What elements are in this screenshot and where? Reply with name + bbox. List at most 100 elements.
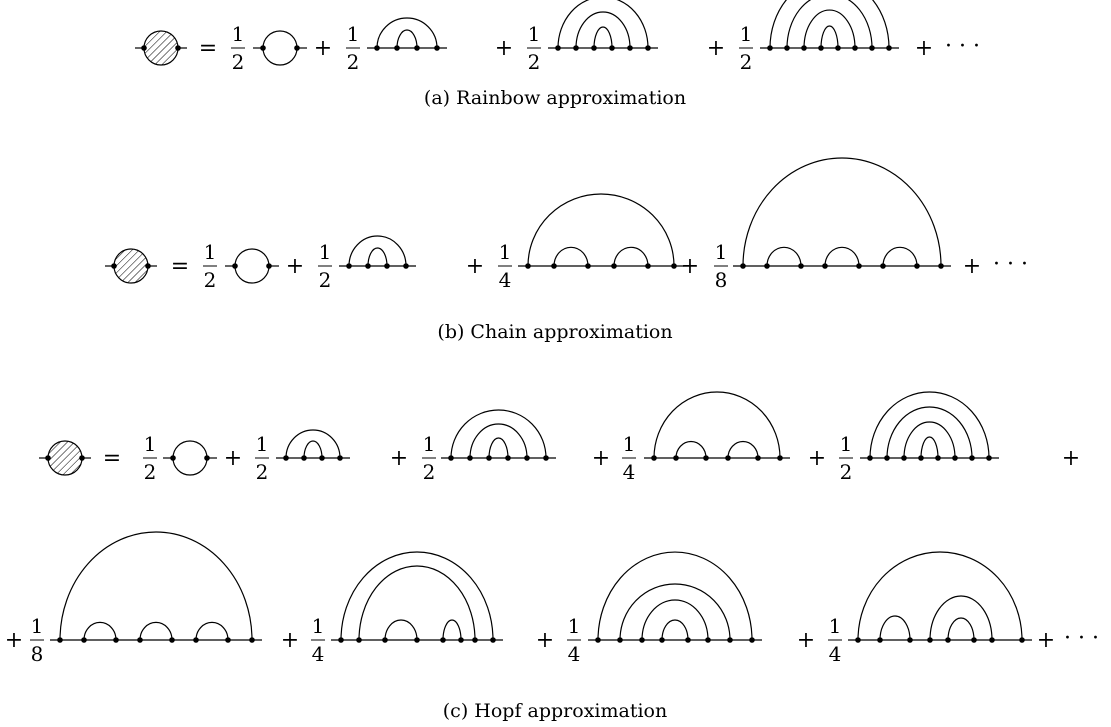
plus-sign: + xyxy=(707,36,725,61)
plus-sign: + xyxy=(592,446,610,471)
vertex-dot xyxy=(232,263,238,269)
propagator-arc xyxy=(653,391,781,459)
plus-sign: + xyxy=(390,446,408,471)
fraction-numerator: 1 xyxy=(568,614,581,638)
propagator-arc xyxy=(303,440,323,459)
vertex-dot xyxy=(294,45,300,51)
vertex-dot xyxy=(907,637,913,643)
propagator-arc xyxy=(59,531,253,641)
fraction-numerator: 1 xyxy=(829,614,842,638)
vertex-dot xyxy=(645,45,651,51)
vertex-dot xyxy=(193,637,199,643)
vertex-dot xyxy=(170,455,176,461)
ellipsis: · · · xyxy=(945,34,980,59)
vertex-dot xyxy=(798,263,804,269)
fraction-denominator: 2 xyxy=(319,268,332,292)
propagator-arc xyxy=(450,409,547,459)
plus-sign: + xyxy=(466,254,484,279)
vertex-dot xyxy=(869,45,875,51)
vertex-dot xyxy=(365,263,371,269)
vertex-dot xyxy=(673,455,679,461)
vertex-dot xyxy=(989,637,995,643)
plus-sign: + xyxy=(286,254,304,279)
plus-sign: + xyxy=(808,446,826,471)
vertex-dot xyxy=(969,455,975,461)
vertex-dot xyxy=(617,637,623,643)
vertex-dot xyxy=(525,263,531,269)
propagator-arc xyxy=(139,621,173,641)
vertex-dot xyxy=(543,455,549,461)
vertex-dot xyxy=(260,45,266,51)
propagator-arc xyxy=(488,437,509,459)
vertex-dot xyxy=(467,455,473,461)
fraction-denominator: 8 xyxy=(715,268,728,292)
propagator-arc xyxy=(597,551,753,641)
self-energy-blob xyxy=(113,248,149,284)
fraction-numerator: 1 xyxy=(312,614,325,638)
fraction-numerator: 1 xyxy=(144,432,157,456)
fraction-numerator: 1 xyxy=(840,432,853,456)
propagator-arc xyxy=(358,565,476,641)
propagator-arc xyxy=(593,26,613,49)
ellipsis: · · · xyxy=(1064,626,1099,651)
vertex-dot xyxy=(945,637,951,643)
vertex-dot xyxy=(835,45,841,51)
fraction-denominator: 4 xyxy=(499,268,512,292)
vertex-dot xyxy=(382,637,388,643)
propagator-arc xyxy=(879,615,911,641)
plus-sign: + xyxy=(1062,446,1080,471)
vertex-dot xyxy=(671,263,677,269)
vertex-dot xyxy=(524,455,530,461)
fraction-numerator: 1 xyxy=(204,240,217,264)
propagator-arc xyxy=(613,246,649,267)
vertex-dot xyxy=(505,455,511,461)
vertex-dot xyxy=(659,637,665,643)
propagator-arc xyxy=(641,599,709,641)
vertex-dot xyxy=(45,455,51,461)
vertex-dot xyxy=(703,455,709,461)
vertex-dot xyxy=(927,637,933,643)
propagator-arc xyxy=(675,440,707,459)
fraction-denominator: 2 xyxy=(144,460,157,484)
propagator-arc xyxy=(285,429,341,459)
self-energy-blob xyxy=(47,440,83,476)
fraction-denominator: 8 xyxy=(31,642,44,666)
vertex-dot xyxy=(145,263,151,269)
propagator-arc xyxy=(766,246,802,267)
fraction-numerator: 1 xyxy=(715,240,728,264)
fraction-numerator: 1 xyxy=(256,432,269,456)
propagator-arc xyxy=(803,9,856,49)
vertex-dot xyxy=(356,637,362,643)
vertex-dot xyxy=(283,455,289,461)
vertex-dot xyxy=(338,637,344,643)
propagator-arc xyxy=(824,246,860,267)
caption-rainbow: (a) Rainbow approximation xyxy=(424,87,686,109)
propagator-arc xyxy=(575,11,631,49)
propagator-arc xyxy=(742,157,942,267)
plus-sign: + xyxy=(495,36,513,61)
vertex-dot xyxy=(458,637,464,643)
propagator-arc xyxy=(557,0,649,49)
propagator-arc xyxy=(384,619,418,641)
vertex-dot xyxy=(784,45,790,51)
equals-sign: = xyxy=(171,254,189,279)
vertex-dot xyxy=(81,637,87,643)
plus-sign: + xyxy=(536,628,554,653)
fraction-denominator: 4 xyxy=(568,642,581,666)
equals-sign: = xyxy=(103,446,121,471)
vertex-dot xyxy=(609,45,615,51)
fraction-denominator: 2 xyxy=(423,460,436,484)
vertex-dot xyxy=(935,455,941,461)
self-energy-blob xyxy=(143,30,179,66)
vertex-dot xyxy=(855,637,861,643)
vertex-dot xyxy=(767,45,773,51)
propagator-arc xyxy=(857,551,1023,641)
vertex-dot xyxy=(486,455,492,461)
ellipsis: · · · xyxy=(993,252,1028,277)
vertex-dot xyxy=(573,45,579,51)
propagator-arc xyxy=(442,619,462,641)
plus-sign: + xyxy=(5,628,23,653)
caption-hopf: (c) Hopf approximation xyxy=(443,700,667,722)
vertex-dot xyxy=(346,263,352,269)
